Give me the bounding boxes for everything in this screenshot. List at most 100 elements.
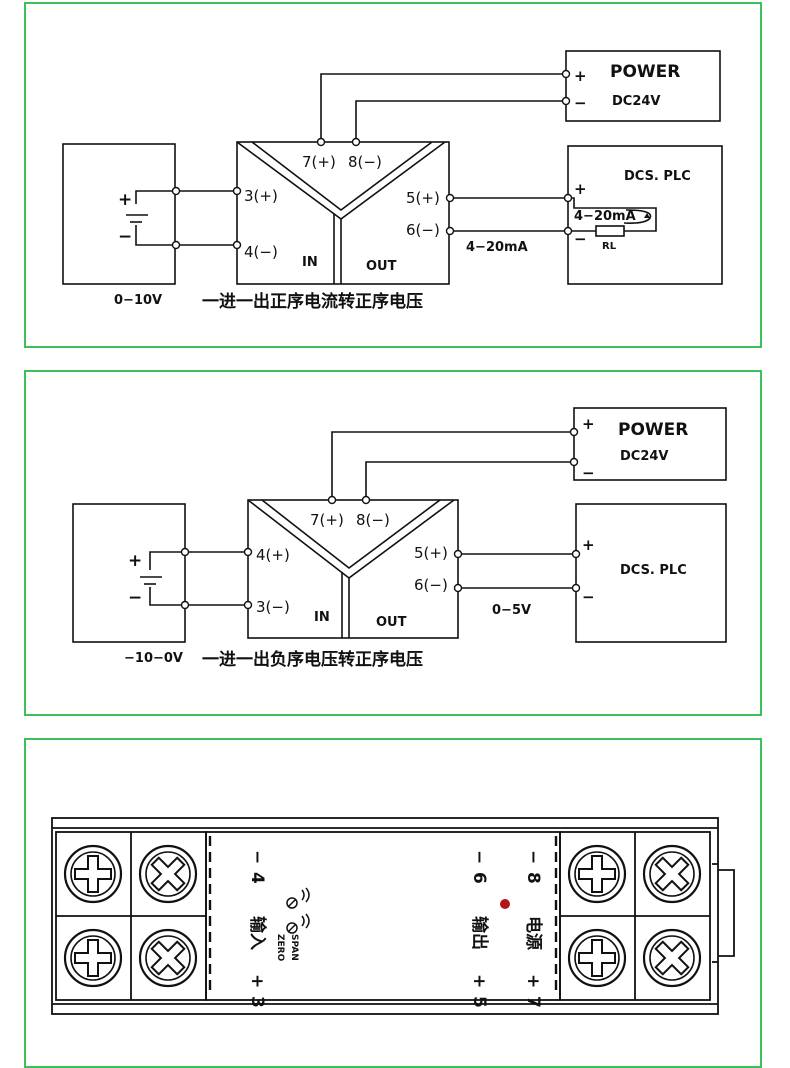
pin5-label: 5(+)	[414, 544, 448, 562]
screw-icon[interactable]	[567, 844, 627, 904]
screw-icon[interactable]	[138, 928, 198, 988]
terminal-6	[453, 583, 463, 593]
dcs-label: DCS. PLC	[620, 563, 687, 578]
diagram-2-svg: POWER DC24V + − 7(+) 8(−) 4(+) 3(−) 5(+)…	[72, 407, 727, 670]
terminal-5	[445, 193, 455, 203]
dcs-minus-sign: −	[574, 230, 587, 248]
screw-icon[interactable]	[63, 844, 123, 904]
in-label: IN	[302, 255, 318, 270]
power-minus-number: 8	[523, 872, 543, 884]
power-minus-wire	[365, 461, 574, 500]
power-label: POWER	[610, 62, 680, 82]
power-plus-wire	[320, 73, 566, 142]
input-plus-number: 3	[247, 996, 267, 1008]
pin8-label: 8(−)	[356, 511, 390, 529]
terminal-screws	[63, 844, 702, 988]
power-label: POWER	[618, 420, 688, 440]
power-box	[565, 50, 721, 122]
diagram-caption: 一进一出正序电流转正序电压	[202, 291, 423, 312]
device-body	[51, 817, 719, 1015]
power-plus-sign: +	[523, 974, 543, 988]
terminal-8	[361, 495, 371, 505]
power-plus-number: 7	[523, 996, 543, 1008]
power-voltage: DC24V	[620, 449, 668, 464]
din-rail-clip	[718, 869, 735, 957]
terminal-5	[453, 549, 463, 559]
power-minus-sign: −	[582, 464, 595, 482]
wiring-diagram-voltage-to-voltage: POWER DC24V + − 7(+) 8(−) 4(+) 3(−) 5(+)…	[24, 370, 762, 716]
power-plus-sign: +	[574, 67, 587, 85]
power-label: 电源	[523, 916, 544, 950]
signal-source-box	[72, 503, 186, 643]
screw-icon[interactable]	[567, 928, 627, 988]
device-svg: − 4 输入 + 3 ZERO SPAN − 6 输出 + 5 − 8 电源 +…	[51, 817, 735, 1015]
input-plus-sign: +	[247, 974, 267, 988]
input-range-label: −10−0V	[124, 651, 183, 666]
terminal-4	[243, 547, 253, 557]
output-minus-number: 6	[469, 872, 489, 884]
power-box	[573, 407, 727, 481]
pin7-label: 7(+)	[310, 511, 344, 529]
span-pot[interactable]	[286, 922, 298, 934]
terminal-7	[327, 495, 337, 505]
terminal-3	[243, 600, 253, 610]
screw-icon[interactable]	[642, 928, 702, 988]
input-minus-number: 4	[247, 872, 267, 884]
signal-source-box	[62, 143, 176, 285]
input-range-label: 0−10V	[114, 293, 162, 308]
pin3-label: 3(−)	[256, 598, 290, 616]
zero-label: ZERO	[275, 934, 285, 962]
module-box	[236, 141, 450, 285]
output-plus-number: 5	[469, 996, 489, 1008]
output-plus-sign: +	[469, 974, 489, 988]
dcs-plc-box	[567, 145, 723, 285]
power-plus-wire	[331, 431, 574, 500]
power-minus-wire	[355, 100, 566, 142]
output-minus-sign: −	[469, 850, 489, 864]
pin4-label: 4(+)	[256, 546, 290, 564]
dcs-label: DCS. PLC	[624, 169, 691, 184]
power-minus-sign: −	[523, 850, 543, 864]
output-signal-label: 0−5V	[492, 603, 531, 618]
source-plus-sign: +	[118, 190, 132, 210]
pin6-label: 6(−)	[406, 221, 440, 239]
pin5-label: 5(+)	[406, 189, 440, 207]
source-minus-sign: −	[128, 588, 142, 608]
span-label: SPAN	[289, 934, 299, 961]
input-minus-sign: −	[247, 850, 267, 864]
power-minus-sign: −	[574, 94, 587, 112]
rl-label: RL	[602, 241, 617, 252]
power-led	[500, 899, 510, 909]
output-label: 输出	[469, 916, 490, 950]
device-front-panel: − 4 输入 + 3 ZERO SPAN − 6 输出 + 5 − 8 电源 +…	[24, 738, 762, 1068]
terminal-7	[316, 137, 326, 147]
source-minus-sign: −	[118, 227, 132, 247]
module-box	[247, 499, 459, 639]
label-area	[205, 831, 561, 1001]
loop-current-label: 4−20mA	[574, 209, 636, 224]
diagram-caption: 一进一出负序电压转正序电压	[202, 649, 423, 670]
pin4-label: 4(−)	[244, 243, 278, 261]
pin7-label: 7(+)	[302, 153, 336, 171]
out-label: OUT	[366, 259, 397, 274]
screw-icon[interactable]	[642, 844, 702, 904]
power-voltage: DC24V	[612, 94, 660, 109]
out-label: OUT	[376, 615, 407, 630]
screw-icon[interactable]	[63, 928, 123, 988]
dcs-minus-sign: −	[582, 588, 595, 606]
power-plus-sign: +	[582, 415, 595, 433]
terminal-4	[232, 240, 242, 250]
terminal-3	[232, 186, 242, 196]
terminal-6	[445, 226, 455, 236]
output-signal-label: 4−20mA	[466, 240, 528, 255]
screw-icon[interactable]	[138, 844, 198, 904]
dcs-plus-sign: +	[574, 180, 587, 198]
dcs-plc-box	[575, 503, 727, 643]
resistor-rl	[595, 225, 625, 237]
zero-pot[interactable]	[286, 897, 298, 909]
input-label: 输入	[247, 916, 268, 950]
in-label: IN	[314, 610, 330, 625]
pin3-label: 3(+)	[244, 187, 278, 205]
source-plus-sign: +	[128, 551, 142, 571]
pin8-label: 8(−)	[348, 153, 382, 171]
